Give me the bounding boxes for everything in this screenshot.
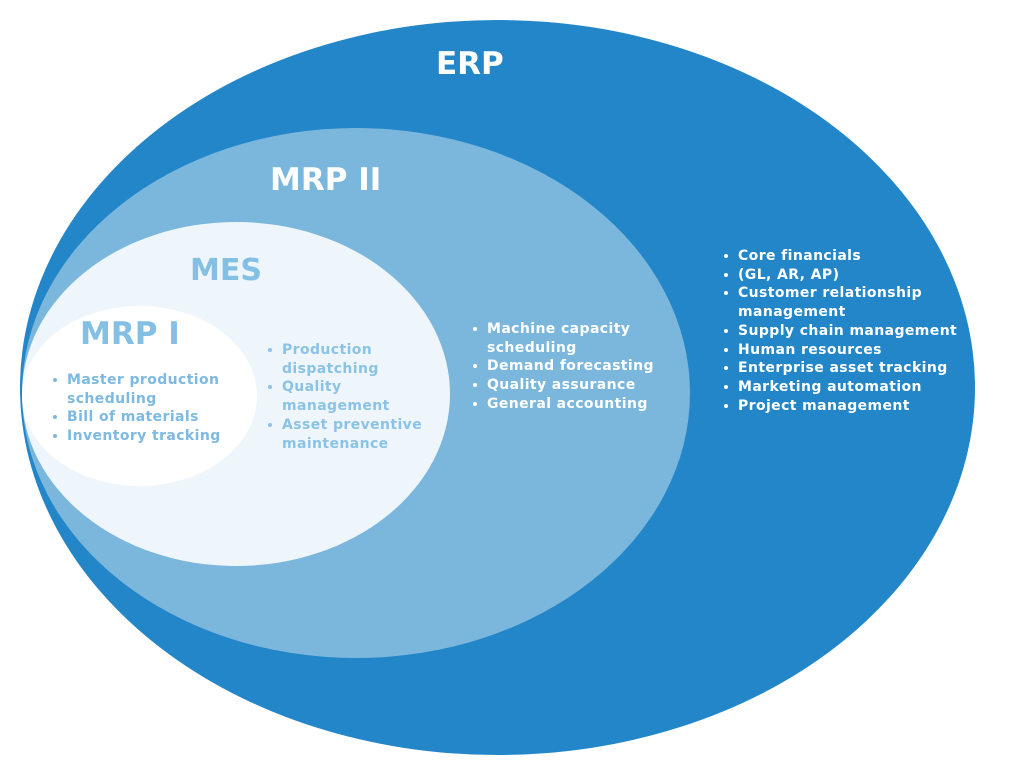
list-item: Bill of materials xyxy=(48,408,253,427)
erp-feature-list: Core financials (GL, AR, AP) Customer re… xyxy=(719,247,959,415)
list-item: Demand forecasting xyxy=(468,357,683,376)
list-item: Inventory tracking xyxy=(48,427,253,446)
list-item: Supply chain management xyxy=(719,322,959,341)
mrp2-feature-list: Machine capacity scheduling Demand forec… xyxy=(468,320,683,414)
mrp1-feature-list: Master production scheduling Bill of mat… xyxy=(48,371,253,446)
list-item: Machine capacity scheduling xyxy=(468,320,683,357)
mrp2-title: MRP II xyxy=(270,162,382,198)
mrp1-ellipse xyxy=(22,306,257,486)
list-item: Project management xyxy=(719,397,959,416)
list-item: Master production scheduling xyxy=(48,371,253,408)
list-item: General accounting xyxy=(468,395,683,414)
list-item: Core financials xyxy=(719,247,959,266)
list-item: Quality management xyxy=(263,378,448,415)
list-item: Asset preventive maintenance xyxy=(263,416,448,453)
list-item: Production dispatching xyxy=(263,341,448,378)
mes-feature-list: Production dispatching Quality managemen… xyxy=(263,341,448,453)
mrp1-title: MRP I xyxy=(80,316,180,352)
list-item: Quality assurance xyxy=(468,376,683,395)
mes-title: MES xyxy=(190,253,262,288)
list-item: Human resources xyxy=(719,341,959,360)
erp-title: ERP xyxy=(436,46,504,82)
list-item: Customer relationship management xyxy=(719,284,959,321)
list-item: Marketing automation xyxy=(719,378,959,397)
list-item: Enterprise asset tracking xyxy=(719,359,959,378)
list-item: (GL, AR, AP) xyxy=(719,266,959,285)
